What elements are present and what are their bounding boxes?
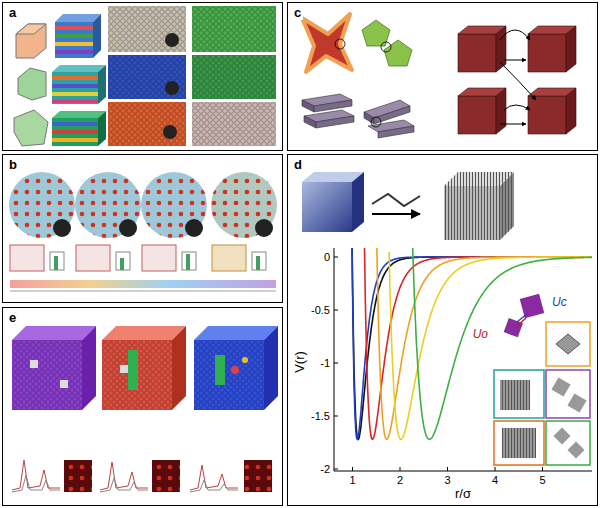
tick-label: -1.5 [311,410,330,422]
tick-label: -1 [320,357,330,369]
panel-b-art [9,172,277,291]
panel-letter: b [7,158,19,172]
potential-curve [352,248,592,439]
axis-title: r/σ [455,487,471,501]
panel-letter: a [7,6,18,20]
panel-letter: d [292,158,304,172]
panel-c-art [302,14,576,138]
tick-label: 0 [324,251,330,263]
figure-panel: b [2,154,283,303]
figure-panel: d [287,154,598,506]
figure-panel: a [2,2,283,151]
tick-label: -0.5 [311,304,330,316]
figure-panel: e [2,307,283,506]
tick-label: 4 [492,474,498,486]
panel-letter: e [7,311,18,325]
panel-e-art [12,326,278,492]
potential-curve [352,248,592,439]
panel-d-art [302,172,595,471]
potential-label: Uo [473,328,488,340]
tick-label: 1 [349,474,355,486]
potential-curve [364,248,592,439]
panel-a-art [14,6,276,146]
potential-curve [412,248,592,439]
panel-letter: c [292,6,303,20]
tick-label: -2 [320,463,330,475]
tick-label: 5 [539,474,545,486]
potential-curve [377,248,592,439]
tick-label: 2 [397,474,403,486]
figure-panel: c [287,2,598,151]
axis-title: V(r) [293,351,307,373]
tick-label: 3 [444,474,450,486]
potential-label: Uc [552,296,567,308]
potential-curve [389,252,592,439]
